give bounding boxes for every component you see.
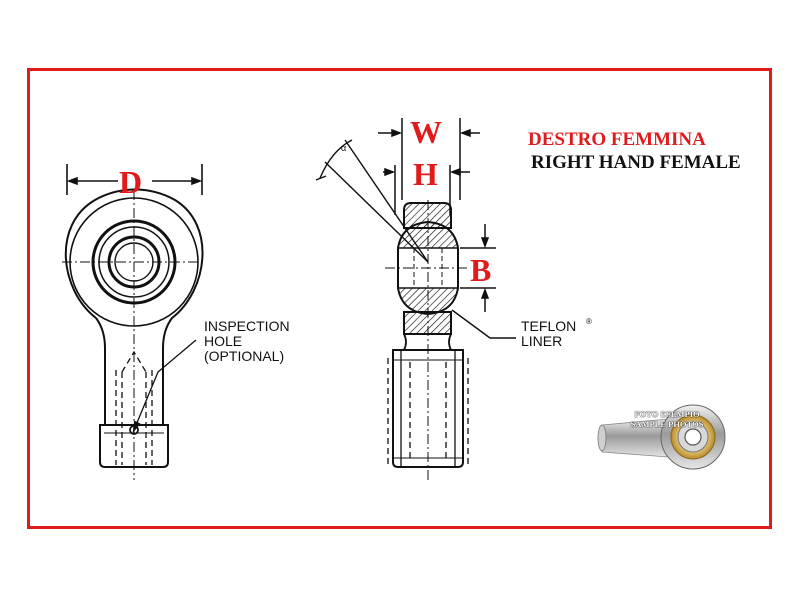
inspection-note-line1: INSPECTION — [204, 318, 290, 334]
dimension-h-label: H — [413, 156, 438, 192]
angle-mark: α — [341, 143, 346, 153]
teflon-registered-mark: ® — [586, 317, 592, 326]
photo-caption: FOTO ESEMPIO SAMPLE PHOTOS — [612, 409, 722, 429]
photo-caption-line1: FOTO ESEMPIO — [634, 409, 700, 419]
dimension-d-label: D — [119, 164, 142, 200]
dimension-d — [66, 164, 203, 195]
drawing-frame — [27, 68, 772, 529]
title-italian: DESTRO FEMMINA — [528, 129, 706, 150]
title-english: RIGHT HAND FEMALE — [531, 152, 741, 173]
dimension-b-label: B — [470, 252, 491, 288]
inspection-note-line2: HOLE — [204, 333, 242, 349]
teflon-note-line1: TEFLON — [521, 318, 576, 334]
dimension-b — [460, 224, 496, 312]
photo-caption-line2: SAMPLE PHOTOS — [630, 419, 704, 429]
inspection-note-line3: (OPTIONAL) — [204, 348, 284, 364]
side-view — [315, 118, 516, 480]
dimension-w — [378, 118, 480, 200]
dimension-w-label: W — [410, 114, 442, 150]
sample-photo — [597, 402, 728, 480]
front-view — [62, 164, 206, 480]
teflon-note-line2: LINER — [521, 333, 562, 349]
